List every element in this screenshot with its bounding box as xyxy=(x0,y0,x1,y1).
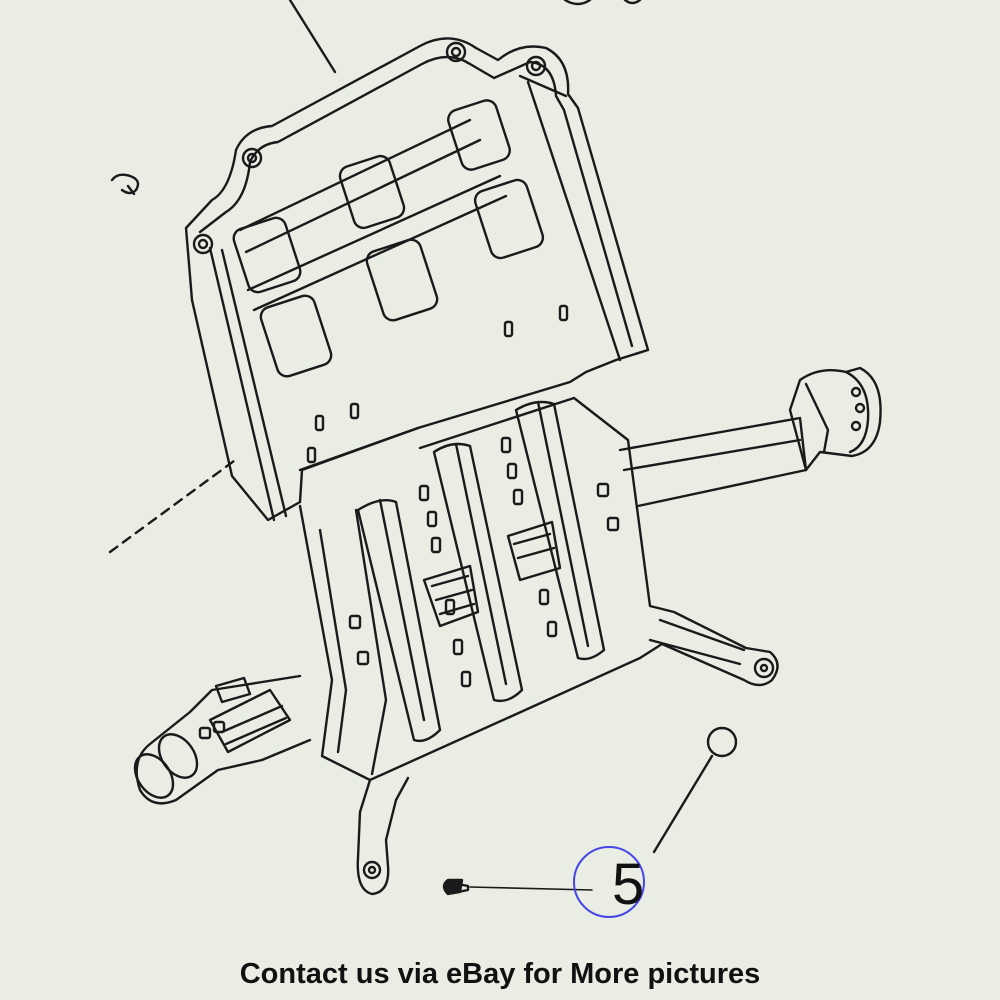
plate-rails xyxy=(238,118,508,312)
hook-fragment xyxy=(110,173,140,196)
highlight-circle xyxy=(573,846,645,918)
mounting-plate xyxy=(184,37,650,522)
caption-text: Contact us via eBay for More pictures xyxy=(239,958,761,990)
dashed-leader xyxy=(108,456,240,554)
left-connector xyxy=(133,674,312,805)
clip-strips xyxy=(356,400,606,743)
plate-pockets xyxy=(232,99,545,378)
leader-line-screw xyxy=(469,886,593,891)
screw xyxy=(442,878,470,896)
plate-slots xyxy=(306,304,569,464)
clip-slots xyxy=(348,436,620,688)
part-number-label: 5 xyxy=(612,852,645,917)
leader-line-top xyxy=(288,0,337,74)
leader-line-washer xyxy=(652,754,714,854)
washer xyxy=(706,726,738,758)
fragment-top xyxy=(563,0,642,6)
clip-locks xyxy=(422,520,562,628)
lower-bracket xyxy=(298,396,779,896)
right-bracket-arm xyxy=(618,366,882,508)
mounting-holes xyxy=(192,41,547,255)
